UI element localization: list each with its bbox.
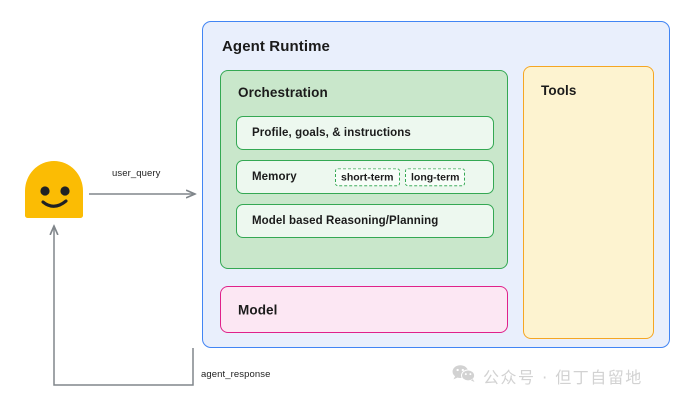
- wechat-icon: [452, 364, 476, 388]
- orchestration-row-memory-label: Memory: [252, 171, 297, 183]
- orchestration-row-memory: Memory short-term long-term: [236, 160, 494, 194]
- orchestration-row-reasoning: Model based Reasoning/Planning: [236, 204, 494, 238]
- watermark-text: 公众号 · 但丁自留地: [483, 368, 643, 387]
- model-panel: Model: [220, 286, 508, 333]
- connector-label-user-query: user_query: [112, 168, 161, 179]
- smiley-face-icon: [23, 158, 85, 220]
- orchestration-row-reasoning-label: Model based Reasoning/Planning: [252, 215, 439, 227]
- orchestration-row-profile-label: Profile, goals, & instructions: [252, 127, 411, 139]
- agent-runtime-panel: Agent Runtime Orchestration Profile, goa…: [202, 21, 670, 348]
- agent-runtime-title: Agent Runtime: [222, 38, 330, 55]
- orchestration-row-profile: Profile, goals, & instructions: [236, 116, 494, 150]
- memory-badge-long-term: long-term: [405, 168, 466, 186]
- connector-label-agent-response: agent_response: [201, 369, 271, 380]
- memory-badge-short-term: short-term: [335, 168, 400, 186]
- orchestration-title: Orchestration: [238, 85, 328, 100]
- model-title: Model: [238, 302, 278, 317]
- tools-panel: Tools: [523, 66, 654, 339]
- orchestration-panel: Orchestration Profile, goals, & instruct…: [220, 70, 508, 269]
- watermark: 公众号 · 但丁自留地: [452, 364, 643, 388]
- tools-title: Tools: [541, 83, 577, 98]
- connector-agent-response: [54, 226, 194, 386]
